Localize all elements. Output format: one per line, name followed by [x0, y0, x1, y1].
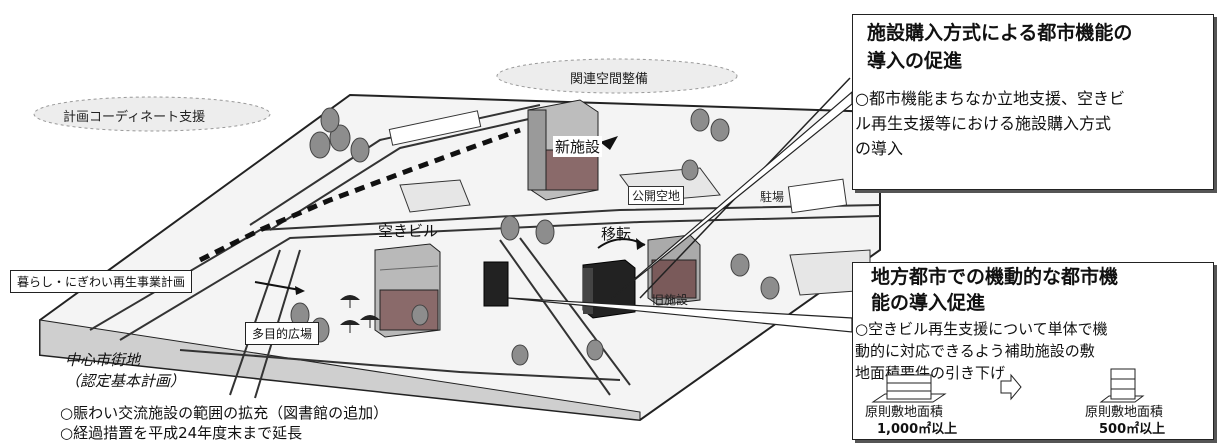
callout2-body-line1: ○空きビル再生支援について単体で機 — [855, 320, 1108, 338]
large-site-building-icon — [871, 374, 947, 403]
plaza-umbrellas — [340, 295, 380, 333]
callout1-body-line1: ○都市機能まちなか立地支援、空きビ — [855, 89, 1125, 108]
plan-route — [198, 127, 521, 263]
site-size-illustration — [871, 368, 1145, 403]
callout2-body-line2: 動的に対応できるよう補助施設の敷 — [855, 342, 1095, 360]
callout-facility-purchase: 施設購入方式による都市機能の 導入の促進 ○都市機能まちなか立地支援、空きビ ル… — [852, 14, 1214, 190]
relocation-label: 移転 — [601, 225, 632, 243]
right-site-value: 500㎡以上 — [1099, 422, 1166, 437]
callout-flexible-urban-functions: 地方都市での機動的な都市機 能の導入促進 ○空きビル再生支援について単体で機 動… — [852, 262, 1214, 440]
vacant-building-label: 空きビル — [378, 222, 439, 240]
callout2-title-line2: 能の導入促進 — [871, 292, 986, 314]
parking-label: 駐場 — [760, 190, 785, 204]
vacant-building — [374, 243, 441, 338]
callout1-title-line1: 施設購入方式による都市機能の — [867, 22, 1133, 44]
area-sub: （認定基本計画） — [65, 372, 186, 390]
old-facility-building — [647, 234, 701, 306]
bullet-transition: ○経過措置を平成24年度末まで延長 — [60, 424, 303, 442]
area-name: 中心市街地 — [65, 351, 141, 369]
right-site-label: 原則敷地面積 — [1085, 405, 1164, 420]
left-site-label: 原則敷地面積 — [865, 405, 944, 420]
old-facility-label: 旧施設 — [652, 293, 689, 307]
trees — [290, 107, 780, 366]
small-site-building-icon — [1099, 368, 1145, 403]
cloud-related-label: 関連空間整備 — [570, 72, 649, 87]
multipurpose-plaza-label: 多目的広場 — [245, 322, 320, 345]
callout2-title-line1: 地方都市での機動的な都市機 — [871, 266, 1119, 288]
new-facility-label: 新施設 — [553, 136, 603, 157]
cloud-planning-label: 計画コーディネート支援 — [63, 110, 206, 125]
cloud-related — [496, 58, 738, 94]
callout1-body-line3: の導入 — [855, 139, 904, 158]
arrow-right-icon — [1000, 373, 1022, 401]
cloud-planning — [33, 96, 271, 132]
callout1-body-line2: ル再生支援等における施設購入方式 — [855, 114, 1112, 133]
revitalization-plan-label: 暮らし・にぎわい再生事業計画 — [10, 270, 193, 293]
small-dark-building — [483, 261, 509, 307]
callout1-title-line2: 導入の促進 — [867, 50, 963, 72]
bullet-expansion: ○賑わい交流施設の範囲の拡充（図書館の追加） — [60, 404, 389, 422]
left-site-value: 1,000㎡以上 — [877, 422, 958, 437]
public-space-label: 公開空地 — [628, 186, 685, 205]
